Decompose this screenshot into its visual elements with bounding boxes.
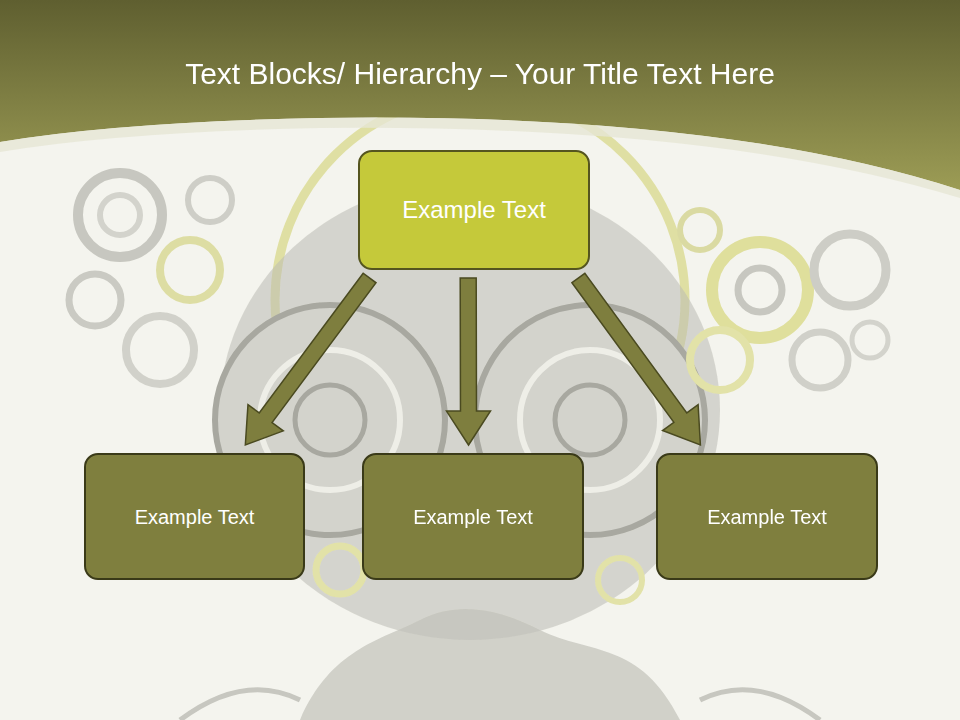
decor-ring [555, 385, 625, 455]
block-arrow [446, 278, 490, 445]
decor-ring [738, 268, 782, 312]
decor-ring [78, 173, 162, 257]
decor-ring [160, 240, 220, 300]
decor-ring [814, 234, 886, 306]
decor-ring [598, 558, 642, 602]
decor-ring [100, 195, 140, 235]
child-box: Example Text [656, 453, 878, 580]
child-box: Example Text [362, 453, 584, 580]
box-label: Example Text [707, 505, 827, 529]
root-box: Example Text [358, 150, 590, 270]
box-label: Example Text [135, 505, 255, 529]
block-arrow [572, 273, 700, 445]
decor-ring [792, 332, 848, 388]
decor-ring [295, 385, 365, 455]
decor-ring [188, 178, 232, 222]
decor-ring [680, 210, 720, 250]
box-label: Example Text [413, 505, 533, 529]
decor-ring [316, 546, 364, 594]
slide-title: Text Blocks/ Hierarchy – Your Title Text… [0, 52, 960, 96]
child-box: Example Text [84, 453, 305, 580]
decor-swirl [180, 690, 820, 720]
decor-ring [712, 242, 808, 338]
decor-ring [126, 316, 194, 384]
decor-ring [690, 330, 750, 390]
decor-ring [852, 322, 888, 358]
box-label: Example Text [402, 196, 546, 225]
decor-splash [300, 609, 680, 720]
decor-group [69, 95, 888, 720]
block-arrow [245, 273, 376, 445]
decor-ring [69, 274, 121, 326]
